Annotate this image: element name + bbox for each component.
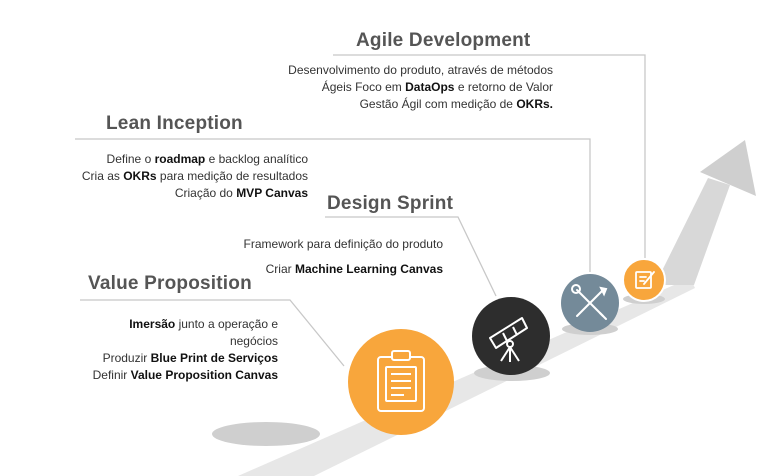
description-text: Criar (265, 262, 295, 276)
design-sprint-circle (472, 297, 550, 375)
highlight-text: Blue Print de Serviços (150, 351, 278, 365)
stage-title-agile-development: Agile Development (356, 30, 531, 51)
highlight-text: OKRs. (516, 97, 553, 111)
highlight-text: OKRs (123, 169, 157, 183)
description-line: Cria as OKRs para medição de resultados (0, 168, 308, 185)
highlight-text: DataOps (405, 80, 455, 94)
description-line: Desenvolvimento do produto, através de m… (200, 62, 553, 79)
description-line: Definir Value Proposition Canvas (20, 367, 278, 384)
description-text: Gestão Ágil com medição de (359, 97, 517, 111)
description-text: Definir (92, 368, 131, 382)
description-text: Cria as (81, 169, 124, 183)
highlight-text: Imersão (129, 317, 176, 331)
description-text: e backlog analítico (205, 152, 308, 166)
description-line: Ágeis Foco em DataOps e retorno de Valor (200, 79, 553, 96)
clipboard-icon (377, 350, 425, 412)
description-line: Define o roadmap e backlog analítico (0, 151, 308, 168)
description-line: Imersão junto a operação e (20, 316, 278, 333)
highlight-text: Value Proposition Canvas (130, 368, 278, 382)
tools-icon (571, 284, 608, 320)
highlight-text: MVP Canvas (236, 186, 308, 200)
description-text: junto a operação e (175, 317, 278, 331)
stage-description-agile-development: Desenvolvimento do produto, através de m… (200, 62, 553, 113)
description-line: Criar Machine Learning Canvas (140, 257, 443, 282)
connector-line (325, 216, 497, 297)
description-text: e retorno de Valor (454, 80, 553, 94)
description-text: Produzir (102, 351, 151, 365)
shadow-ellipse (212, 422, 320, 446)
arrow-head (700, 140, 756, 196)
road-band (238, 278, 695, 476)
description-text: Criação do (174, 186, 237, 200)
connector-line (80, 299, 345, 367)
description-line: Framework para definição do produto (140, 232, 443, 257)
highlight-text: Machine Learning Canvas (294, 262, 443, 276)
stage-title-lean-inception: Lean Inception (106, 113, 243, 134)
agile-development-circle (622, 258, 666, 302)
description-text: Ágeis Foco em (321, 80, 406, 94)
description-text: para medição de resultados (156, 169, 308, 183)
description-text: Framework para definição do produto (243, 237, 443, 251)
arrow-shaft (655, 178, 730, 285)
pencil-note-icon (635, 271, 655, 289)
highlight-text: roadmap (154, 152, 206, 166)
connector-line (75, 138, 591, 272)
description-text: Desenvolvimento do produto, através de m… (288, 63, 553, 77)
description-line: Gestão Ágil com medição de OKRs. (200, 96, 553, 113)
description-line: Produzir Blue Print de Serviços (20, 350, 278, 367)
description-text: Define o (106, 152, 155, 166)
stage-title-design-sprint: Design Sprint (327, 193, 454, 214)
description-line: negócios (20, 333, 278, 350)
description-line: Criação do MVP Canvas (0, 185, 308, 202)
stage-title-value-proposition: Value Proposition (88, 273, 252, 294)
connector-line (333, 54, 646, 258)
telescope-icon (489, 317, 528, 362)
description-text: negócios (229, 334, 278, 348)
